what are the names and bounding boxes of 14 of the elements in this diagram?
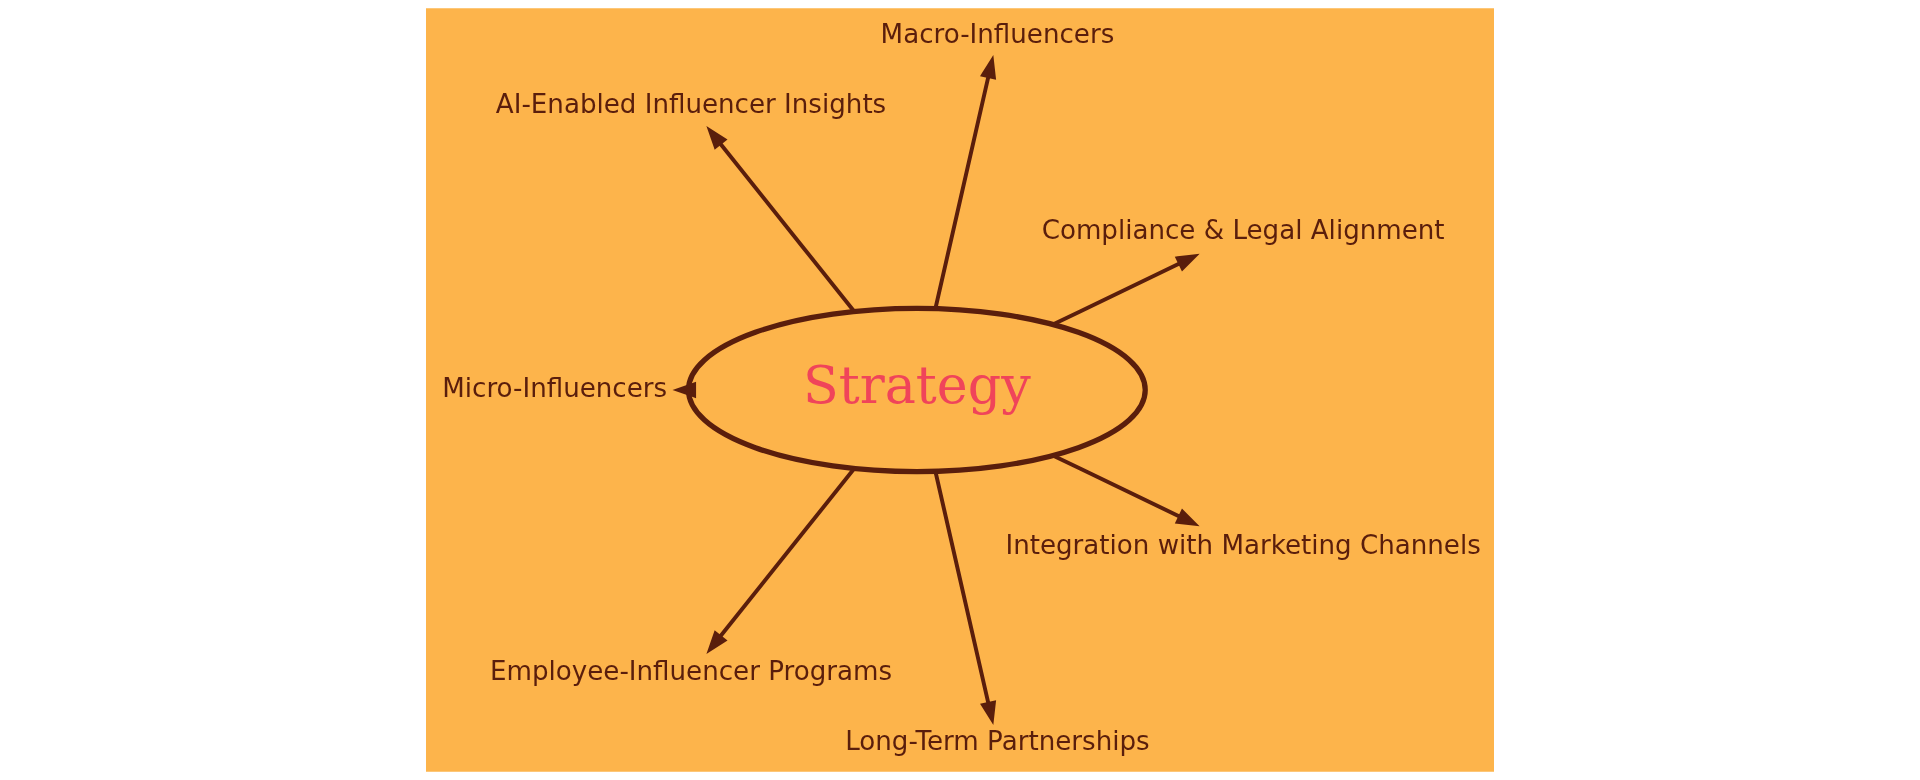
node-text: AI-Enabled Influencer Insights: [495, 89, 887, 120]
node-text: Micro-Influencers: [442, 372, 668, 403]
arrow: [1052, 453, 1200, 527]
node-text: Integration with Marketing Channels: [1005, 529, 1481, 560]
arrow: [1052, 253, 1200, 327]
arrow: [933, 471, 997, 725]
node-text: Compliance & Legal Alignment: [1041, 215, 1445, 246]
node-text: Employee-Influencer Programs: [490, 655, 893, 686]
node-text: Long-Term Partnerships: [845, 725, 1150, 756]
arrow: [933, 55, 997, 309]
node-text: Macro-Influencers: [880, 19, 1115, 50]
arrow: [706, 467, 856, 654]
arrow: [706, 126, 856, 313]
arrow: [672, 381, 697, 399]
